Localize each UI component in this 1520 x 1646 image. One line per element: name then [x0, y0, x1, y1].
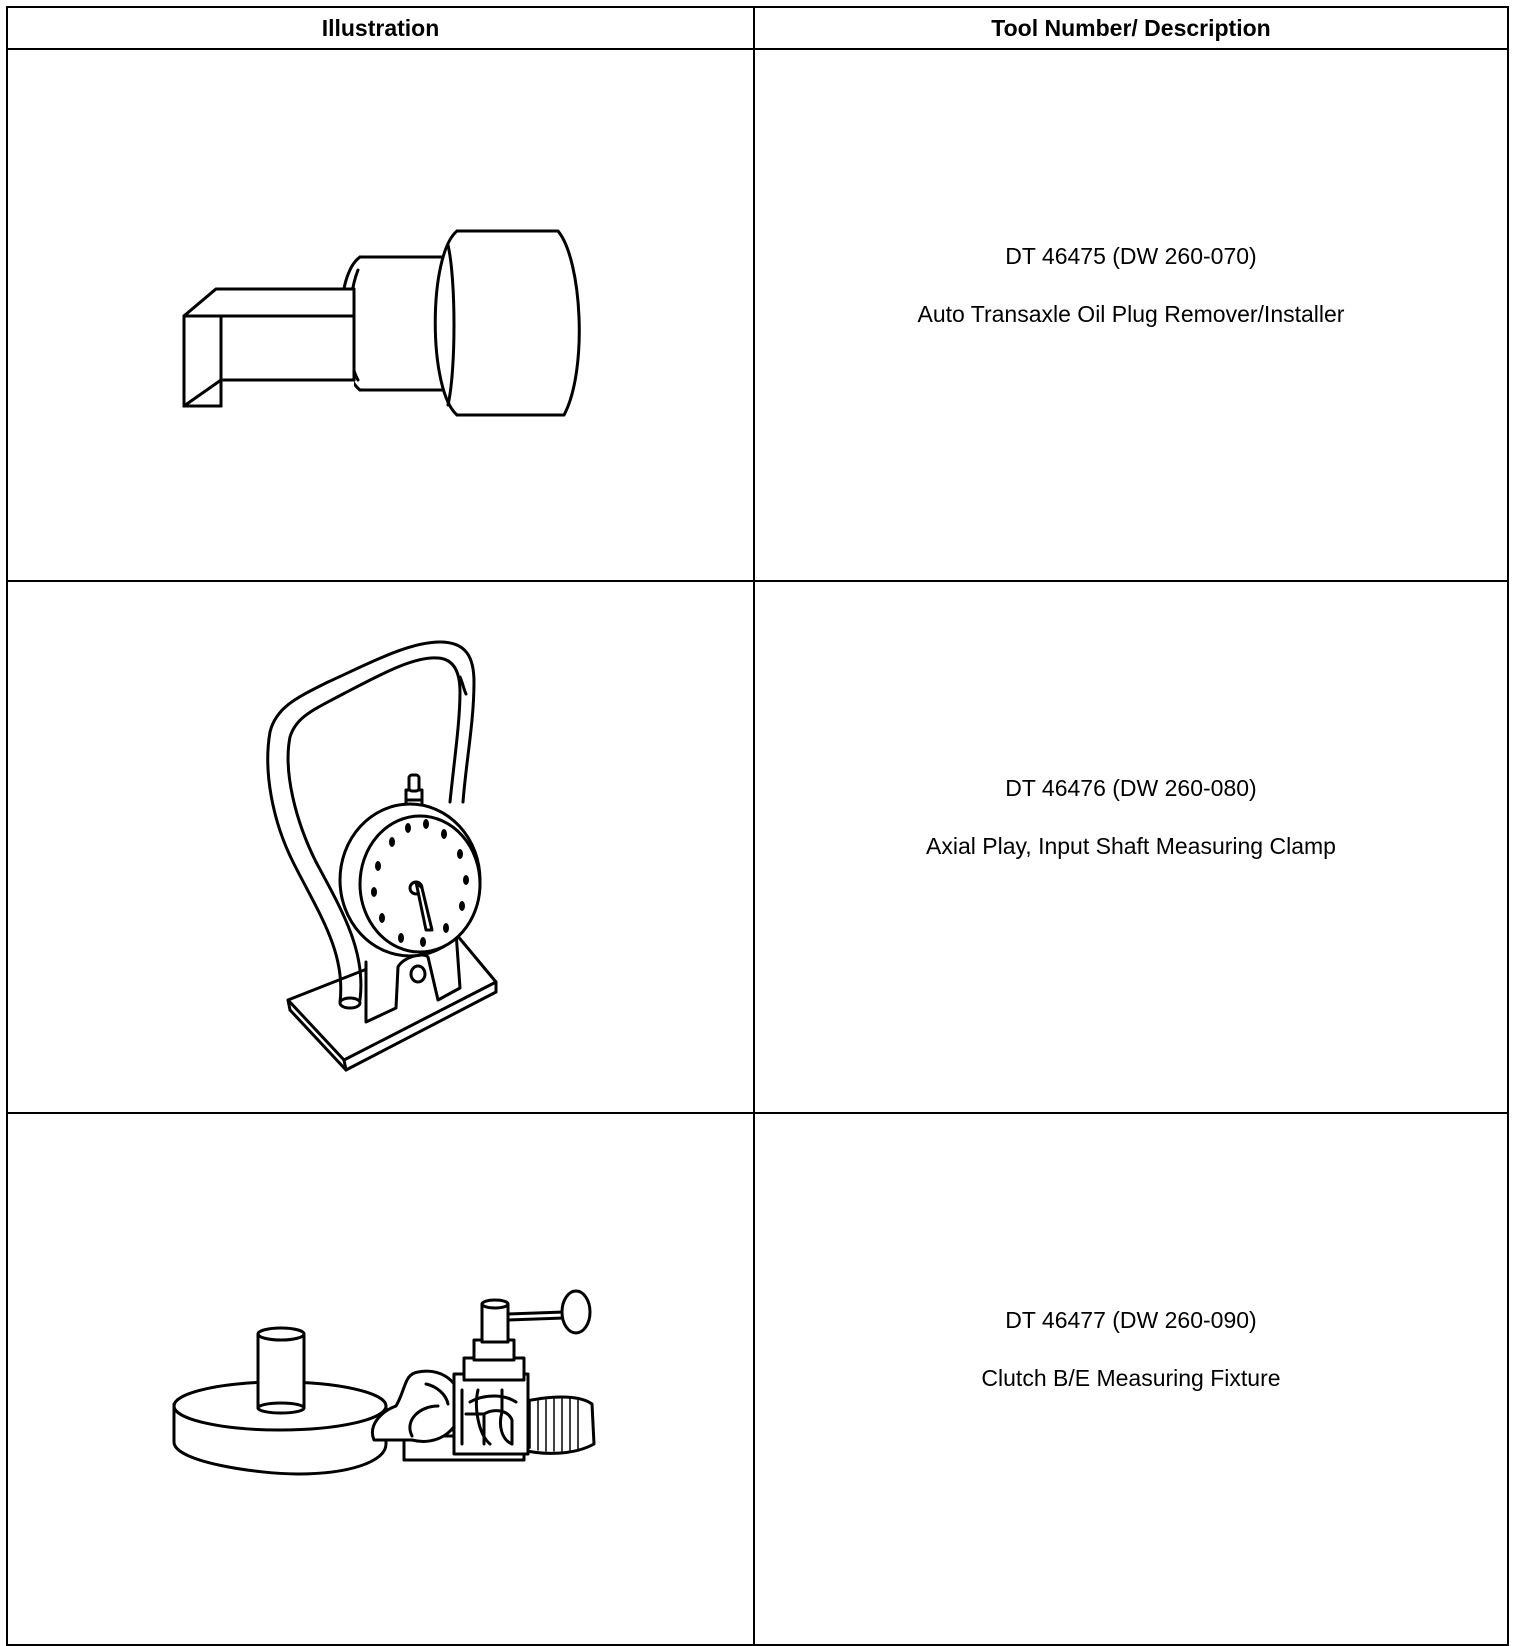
description-cell: DT 46477 (DW 260-090) Clutch B/E Measuri…: [752, 1112, 1510, 1646]
description-cell: DT 46476 (DW 260-080) Axial Play, Input …: [752, 580, 1510, 1114]
tool-number: DT 46475 (DW 260-070): [1005, 242, 1257, 269]
tool-number: DT 46477 (DW 260-090): [1005, 1306, 1257, 1333]
header-illustration: Illustration: [6, 6, 755, 50]
tool-description: Clutch B/E Measuring Fixture: [981, 1364, 1281, 1391]
table-row: DT 46475 (DW 260-070) Auto Transaxle Oil…: [6, 48, 1510, 582]
illustration-cell: [6, 48, 755, 582]
tool-description: Axial Play, Input Shaft Measuring Clamp: [926, 832, 1336, 859]
illustration-cell: [6, 580, 755, 1114]
illustration-cell: [6, 1112, 755, 1646]
oil-plug-remover-icon: [182, 229, 581, 417]
header-row: Illustration Tool Number/ Description: [6, 6, 1510, 50]
table-row: DT 46476 (DW 260-080) Axial Play, Input …: [6, 580, 1510, 1114]
special-tools-table: Illustration Tool Number/ Description: [6, 6, 1510, 1646]
tool-number: DT 46476 (DW 260-080): [1005, 774, 1257, 801]
description-cell: DT 46475 (DW 260-070) Auto Transaxle Oil…: [752, 48, 1510, 582]
tool-description: Auto Transaxle Oil Plug Remover/Installe…: [917, 300, 1345, 327]
header-tool-number-description: Tool Number/ Description: [752, 6, 1510, 50]
measuring-clamp-icon: [266, 640, 498, 1072]
table-row: DT 46477 (DW 260-090) Clutch B/E Measuri…: [6, 1112, 1510, 1646]
clutch-fixture-icon: [172, 1289, 596, 1476]
